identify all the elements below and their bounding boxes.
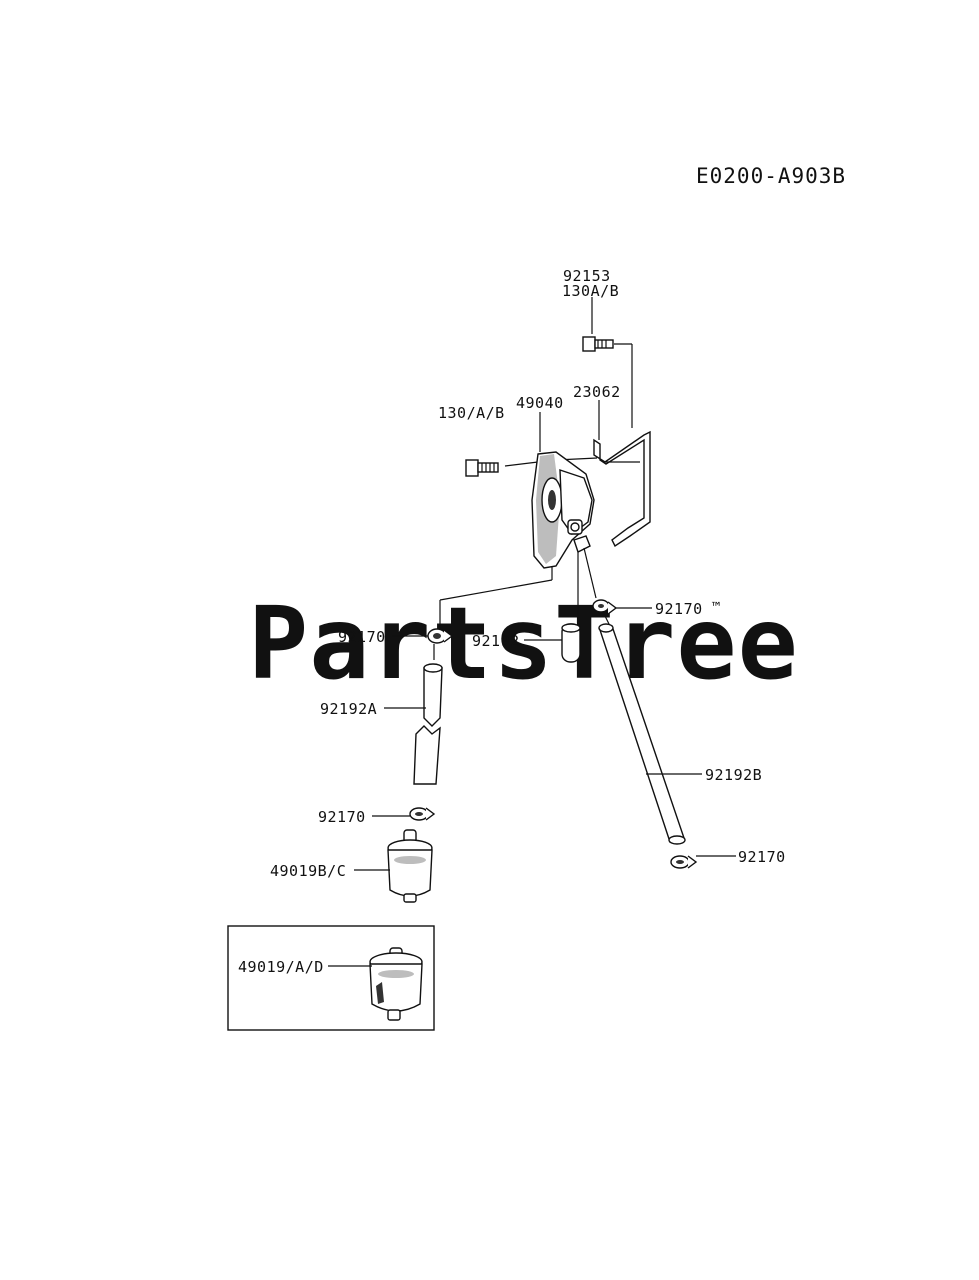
hose-92192[interactable] xyxy=(524,623,581,663)
fuel-filter-49019bc[interactable] xyxy=(354,829,433,903)
watermark-trademark: ™ xyxy=(712,600,720,616)
label-130ab-left: 130/A/B xyxy=(438,404,505,422)
label-92170-right-bottom: 92170 xyxy=(738,848,786,866)
clamp-92170-left-top[interactable] xyxy=(392,628,454,660)
label-92170-right-top: 92170 xyxy=(655,600,703,618)
bolt-130ab-left[interactable] xyxy=(465,459,539,477)
hose-92192a[interactable] xyxy=(384,663,443,785)
clamp-92170-left-bottom[interactable] xyxy=(372,807,436,821)
label-23062: 23062 xyxy=(573,383,621,401)
label-130ab-top: 130A/B xyxy=(562,282,619,300)
diagram-code: E0200-A903B xyxy=(696,164,846,188)
label-49019ad: 49019/A/D xyxy=(238,958,324,976)
fuel-pump-49040[interactable] xyxy=(439,412,597,628)
label-49019bc: 49019B/C xyxy=(270,862,346,880)
label-92153: 92153 xyxy=(563,267,611,285)
hose-92192b[interactable] xyxy=(598,623,702,845)
watermark: PartsTree xyxy=(248,585,799,702)
label-92192: 92192 xyxy=(472,632,520,650)
label-92170-left-bottom: 92170 xyxy=(318,808,366,826)
label-92192b: 92192B xyxy=(705,766,762,784)
label-92170-left-top: 92170 xyxy=(338,628,386,646)
label-92192a: 92192A xyxy=(320,700,377,718)
clamp-92170-right-top[interactable] xyxy=(592,599,652,631)
fuel-filter-49019ad[interactable] xyxy=(328,947,423,1021)
inset-box xyxy=(227,925,435,1031)
bolt-92153[interactable] xyxy=(582,297,633,428)
label-49040: 49040 xyxy=(516,394,564,412)
clamp-92170-right-bottom[interactable] xyxy=(670,855,736,869)
